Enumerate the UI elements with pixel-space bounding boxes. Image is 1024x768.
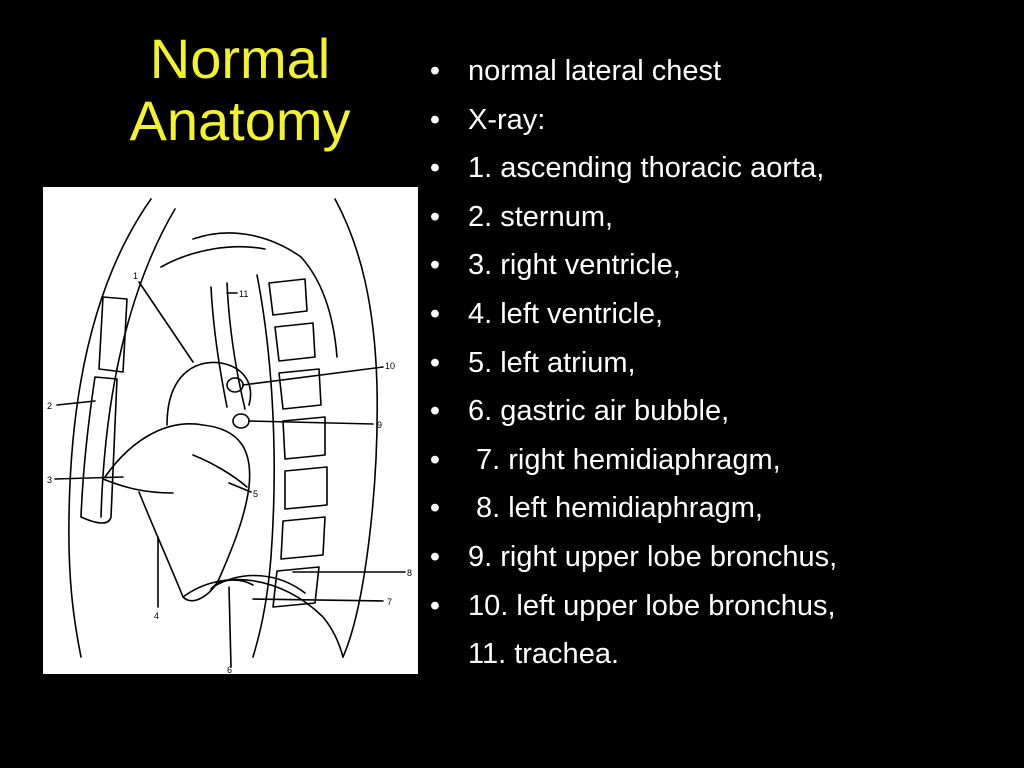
leader-6 xyxy=(228,586,232,668)
bullet-item: • 9. right upper lobe bronchus, xyxy=(428,533,1018,582)
bullet-text: normal lateral chest xyxy=(468,55,722,87)
bullet-dot: • xyxy=(429,492,441,525)
leader-1 xyxy=(138,281,194,363)
bullet-item: 11. trachea. xyxy=(428,630,1018,679)
lateral-chest-diagram: 1 2 3 4 5 6 7 8 9 10 11 xyxy=(43,187,418,674)
left-ventricle-line xyxy=(138,491,184,598)
bullet-dot: • xyxy=(429,152,441,185)
right-hemidiaphragm xyxy=(182,578,344,658)
title-line-1: Normal xyxy=(149,27,331,90)
bullet-text: 2. sternum, xyxy=(468,200,614,233)
bullet-text: 1. ascending thoracic aorta, xyxy=(468,152,825,185)
bullet-item: • X-ray: xyxy=(428,96,1018,145)
label-4: 4 xyxy=(154,611,159,621)
vertebra-2 xyxy=(274,322,316,362)
title-line-2: Anatomy xyxy=(129,89,351,152)
bullet-dot: • xyxy=(429,540,441,573)
label-10: 10 xyxy=(385,361,395,371)
bullet-text: 8. left hemidiaphragm, xyxy=(476,492,763,525)
label-3: 3 xyxy=(47,475,52,485)
right-ventricle-line xyxy=(102,478,174,494)
label-8: 8 xyxy=(407,568,412,578)
label-5: 5 xyxy=(253,489,258,499)
bullet-text: 4. left ventricle, xyxy=(468,297,664,330)
bullet-text: 9. right upper lobe bronchus, xyxy=(468,540,838,573)
label-2: 2 xyxy=(47,401,52,411)
bullet-item: • 7. right hemidiaphragm, xyxy=(428,436,1018,485)
chest-wall-outer xyxy=(68,198,152,658)
lung-posterior xyxy=(192,232,338,358)
lung-upper xyxy=(160,245,266,268)
leader-9 xyxy=(248,420,374,425)
bullet-item: • 1. ascending thoracic aorta, xyxy=(428,144,1018,193)
bronchus-9 xyxy=(232,413,250,429)
sternum-outline xyxy=(98,296,128,373)
bullet-dot: • xyxy=(429,395,441,428)
trachea-right xyxy=(226,282,246,410)
gastric-bubble xyxy=(210,579,254,590)
vertebra-4 xyxy=(282,416,326,460)
bullet-dot: • xyxy=(429,249,441,282)
vertebra-7 xyxy=(272,566,320,608)
bullet-text: 5. left atrium, xyxy=(468,346,636,379)
vertebra-3 xyxy=(278,368,322,410)
leader-10 xyxy=(242,366,384,386)
bullet-dot: • xyxy=(429,55,441,87)
label-6: 6 xyxy=(227,665,232,674)
label-9: 9 xyxy=(377,420,382,430)
back-contour xyxy=(334,198,378,658)
diagram-drawing: 1 2 3 4 5 6 7 8 9 10 11 xyxy=(47,198,412,674)
sternum-body xyxy=(80,376,118,524)
bullet-item: • normal lateral chest xyxy=(428,47,1018,96)
bullet-dot: • xyxy=(429,297,441,330)
label-11: 11 xyxy=(239,289,248,299)
bullet-text: X-ray: xyxy=(468,103,546,136)
bullet-item: • 10. left upper lobe bronchus, xyxy=(428,582,1018,631)
heart-outline xyxy=(104,423,251,602)
chest-wall-inner xyxy=(100,208,176,518)
bullet-text: 10. left upper lobe bronchus, xyxy=(468,589,836,622)
slide-title: Normal Anatomy xyxy=(70,28,410,152)
trachea-left xyxy=(210,286,228,408)
bullet-item: • 6. gastric air bubble, xyxy=(428,387,1018,436)
leader-3 xyxy=(54,476,124,480)
leader-2 xyxy=(56,400,96,406)
vertebra-1 xyxy=(268,278,308,316)
bronchus-10 xyxy=(226,377,244,393)
label-1: 1 xyxy=(133,271,138,281)
bullet-text: 3. right ventricle, xyxy=(468,249,681,282)
bullet-dot: • xyxy=(429,589,441,622)
bullet-item: • 4. left ventricle, xyxy=(428,290,1018,339)
vertebra-6 xyxy=(280,516,326,560)
vertebra-5 xyxy=(284,466,328,510)
bullet-text: 6. gastric air bubble, xyxy=(468,395,730,428)
bullet-text: 11. trachea. xyxy=(468,638,620,671)
bullet-item: • 5. left atrium, xyxy=(428,339,1018,388)
bullet-item: • 2. sternum, xyxy=(428,193,1018,242)
bullet-dot: • xyxy=(429,200,441,233)
leader-7 xyxy=(252,598,384,602)
spine-front xyxy=(252,274,275,658)
left-atrium-line xyxy=(192,454,248,488)
label-7: 7 xyxy=(387,597,392,607)
leader-5 xyxy=(228,482,252,493)
bullet-list: • normal lateral chest • X-ray: • 1. ascend… xyxy=(428,47,1018,679)
bullet-dot: • xyxy=(429,443,441,476)
bullet-dot: • xyxy=(429,103,441,136)
bullet-text: 7. right hemidiaphragm, xyxy=(476,443,781,476)
bullet-item: • 8. left hemidiaphragm, xyxy=(428,484,1018,533)
left-hemidiaphragm xyxy=(212,574,306,594)
bullet-dot: • xyxy=(429,346,441,379)
bullet-item: • 3. right ventricle, xyxy=(428,241,1018,290)
aortic-arch xyxy=(166,361,252,426)
